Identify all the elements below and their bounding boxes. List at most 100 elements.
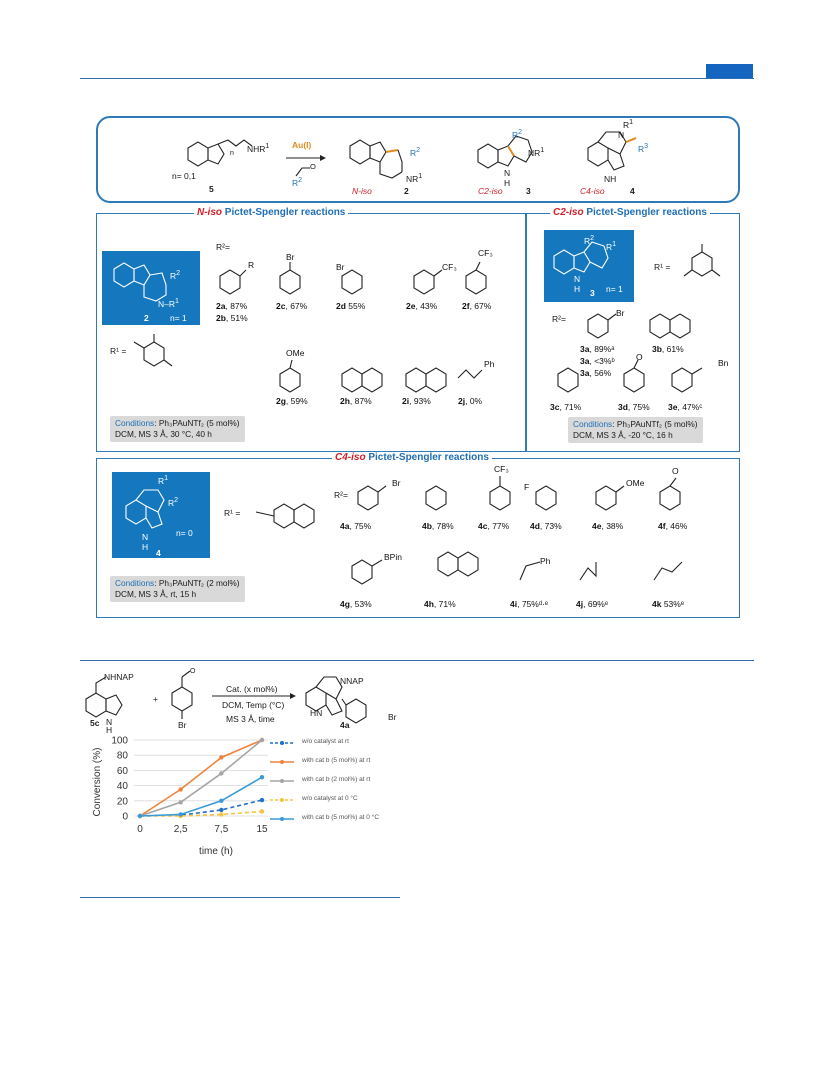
- aldehyde-structure: [295, 167, 310, 177]
- n-iso-core-box: R2 N–R1 2 n= 1: [102, 251, 200, 325]
- c4-iso-box-num: 4: [156, 548, 161, 558]
- legend-label: with cat b (5 mol%) at 0 °C: [302, 814, 380, 821]
- item-2a: 2a, 87%: [216, 301, 248, 311]
- product-4-structure: [587, 131, 637, 171]
- n-iso-ome-label: OMe: [286, 348, 305, 358]
- item-2h: 2h, 87%: [340, 396, 372, 406]
- legend-swatch: [270, 741, 294, 745]
- figure2-top-rule: [80, 660, 754, 661]
- n-iso-conditions: Conditions: Ph₃PAuNTf₂ (5 mol%) DCM, MS …: [110, 416, 245, 442]
- item-4a: 4a, 75%: [340, 521, 372, 531]
- item-4j: 4j, 69%ᵉ: [576, 599, 608, 609]
- series-point: [178, 800, 183, 805]
- item-3e: 3e, 47%ᶜ: [668, 402, 703, 412]
- n-iso-cf3b-label: CF₃: [478, 248, 493, 258]
- reaction-arrow: [286, 155, 326, 161]
- fig2-br: Br: [178, 720, 187, 730]
- legend-swatch: [270, 760, 294, 764]
- item-4i: 4i, 75%ᵈ·ᵉ: [510, 599, 549, 609]
- scheme-overview-box: [96, 116, 740, 203]
- p3-number: 3: [526, 186, 531, 196]
- n-iso-ph-label: Ph: [484, 359, 495, 369]
- panel-c4-iso-title: C4-iso Pictet-Spengler reactions: [332, 452, 492, 463]
- fig2-prod-number: 4a: [340, 720, 350, 730]
- catalyst-label: Au(I): [292, 140, 312, 150]
- p4-nh: NH: [604, 174, 617, 184]
- x-tick-label: 7,5: [214, 824, 228, 835]
- item-2i: 2i, 93%: [402, 396, 431, 406]
- item-3d: 3d, 75%: [618, 402, 650, 412]
- fig2-cond1: Cat. (x mol%): [226, 684, 278, 694]
- series-point: [178, 787, 183, 792]
- x-tick-label: 0: [137, 824, 143, 835]
- legend-label: with cat b (2 mol%) at rt: [302, 776, 371, 783]
- p2-r2: R2: [410, 146, 421, 158]
- legend-swatch: [270, 817, 294, 821]
- y-tick-label: 0: [122, 812, 128, 823]
- c4-iso-f-label: F: [524, 482, 530, 492]
- fig2-hn: HN: [310, 708, 323, 718]
- series-point: [137, 813, 143, 819]
- legend-label: w/o catalyst at rt: [302, 738, 349, 745]
- c4-iso-r1-eq: R¹ =: [224, 508, 241, 518]
- item-4b: 4b, 78%: [422, 521, 454, 531]
- fig2-cond3: MS 3 Å, time: [226, 714, 275, 724]
- c2-iso-box-num: 3: [590, 288, 595, 298]
- product-3-structure: [477, 135, 533, 169]
- fig2-sm-number: 5c: [90, 718, 100, 728]
- scheme-pictet-spengler: NHR1 n n= 0,1 5 Au(I) O R2 R2 NR1 N-iso …: [96, 116, 740, 618]
- c4-iso-substituent-rings: [255, 476, 683, 585]
- item-4d: 4d, 73%: [530, 521, 562, 531]
- p4-label: C4-iso: [580, 186, 605, 196]
- p4-n: N: [618, 130, 625, 140]
- series-line: [139, 776, 263, 817]
- item-3a-3: 3a, 56%: [580, 368, 612, 378]
- c2-iso-conditions: Conditions: Ph₃PAuNTf₂ (5 mol%) DCM, MS …: [568, 417, 703, 443]
- item-3b: 3b, 61%: [652, 344, 684, 354]
- p4-r1: R1: [623, 118, 634, 130]
- item-2f: 2f, 67%: [462, 301, 492, 311]
- c4-iso-box-n: n= 0: [176, 528, 193, 538]
- x-axis-label: time (h): [199, 846, 233, 857]
- series-point: [259, 737, 265, 743]
- sm5-nhr-label: NHR1: [247, 142, 270, 154]
- n-iso-box-num: 2: [144, 313, 149, 323]
- series-point: [259, 809, 265, 814]
- panel-c2-iso-title: C2-iso Pictet-Spengler reactions: [550, 207, 710, 218]
- series-point: [259, 797, 265, 803]
- series-point: [219, 771, 224, 776]
- series-point: [178, 812, 183, 817]
- legend-label: w/o catalyst at 0 °C: [302, 795, 358, 802]
- item-3a-1: 3a, 89%ᵃ: [580, 344, 615, 354]
- n-iso-cf3-label: CF₃: [442, 262, 457, 272]
- c4-iso-bpin-label: BPin: [384, 552, 402, 562]
- y-tick-label: 20: [117, 796, 129, 807]
- fig2-plus: +: [153, 694, 158, 704]
- fig2-prod-br: Br: [388, 712, 397, 722]
- n-iso-substituent-rings: [133, 261, 487, 393]
- p2-label: N-iso: [352, 186, 372, 196]
- item-2g: 2g, 59%: [276, 396, 308, 406]
- legend-swatch: [270, 798, 294, 802]
- item-2c: 2c, 67%: [276, 301, 308, 311]
- series-line: [140, 810, 263, 817]
- c2-iso-o-label: O: [636, 352, 643, 362]
- c2-iso-br-label: Br: [616, 308, 625, 318]
- n-iso-br-label: Br: [286, 252, 295, 262]
- c4-iso-r2-eq: R²=: [334, 490, 348, 500]
- c4-iso-cf3-label: CF₃: [494, 464, 509, 474]
- c2-iso-r1-eq: R¹ =: [654, 262, 671, 272]
- c2-iso-bn-label: Bn: [718, 358, 729, 368]
- series-point: [219, 798, 224, 803]
- x-tick-label: 2,5: [174, 824, 188, 835]
- c2-iso-substituent-rings: [557, 244, 721, 393]
- item-2j: 2j, 0%: [458, 396, 483, 406]
- n-iso-r2-eq: R²=: [216, 242, 230, 252]
- fig2-o: O: [190, 668, 196, 675]
- c4-iso-br-label: Br: [392, 478, 401, 488]
- figure2-bottom-rule: [80, 897, 400, 898]
